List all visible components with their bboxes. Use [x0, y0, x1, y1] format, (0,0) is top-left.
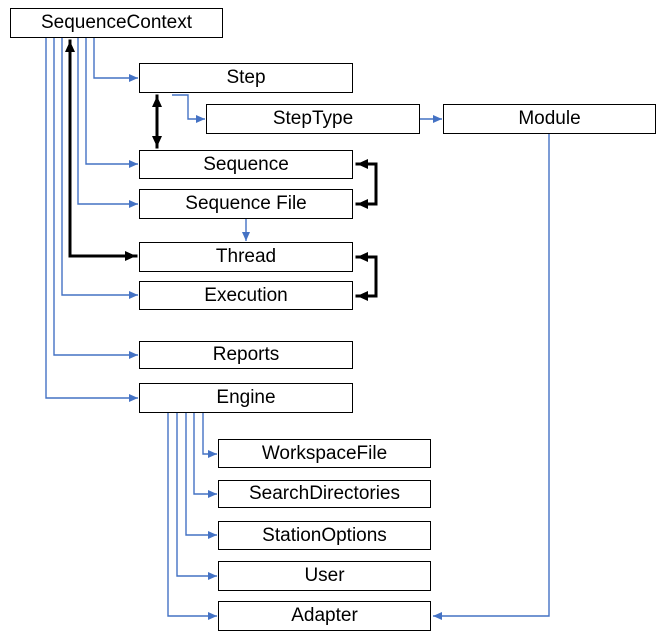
edge-engine-stationoptions	[185, 413, 217, 539]
edge-sequencecontext-step	[93, 38, 138, 82]
node-steptype: StepType	[206, 104, 420, 134]
edge-sequencecontext-engine	[45, 38, 138, 402]
node-sequencecontext: SequenceContext	[10, 8, 223, 38]
edge-engine-workspacefile	[202, 413, 217, 458]
node-module: Module	[443, 104, 656, 134]
edge-sequencecontext-sequence	[85, 38, 138, 168]
edge-engine-user	[176, 413, 217, 580]
node-sequence: Sequence	[139, 150, 353, 179]
edge-sequencecontext-reports	[53, 38, 138, 359]
node-thread: Thread	[139, 242, 353, 272]
node-stationoptions: StationOptions	[218, 521, 431, 550]
edge-sequencecontext-execution	[61, 38, 138, 299]
node-searchdirectories: SearchDirectories	[218, 480, 431, 508]
node-execution: Execution	[139, 281, 353, 310]
edge-step-steptype	[172, 94, 205, 123]
edge-module-adapter	[433, 134, 550, 620]
node-adapter: Adapter	[218, 601, 431, 631]
node-workspacefile: WorkspaceFile	[218, 439, 431, 468]
node-sequence-file: Sequence File	[139, 189, 353, 219]
edge-engine-searchdirectories	[193, 413, 217, 498]
node-step: Step	[139, 63, 353, 93]
node-reports: Reports	[139, 341, 353, 369]
edge-engine-adapter	[167, 413, 217, 620]
node-user: User	[218, 561, 431, 591]
node-engine: Engine	[139, 383, 353, 413]
edge-sequencecontext-sequencefile	[77, 38, 138, 208]
